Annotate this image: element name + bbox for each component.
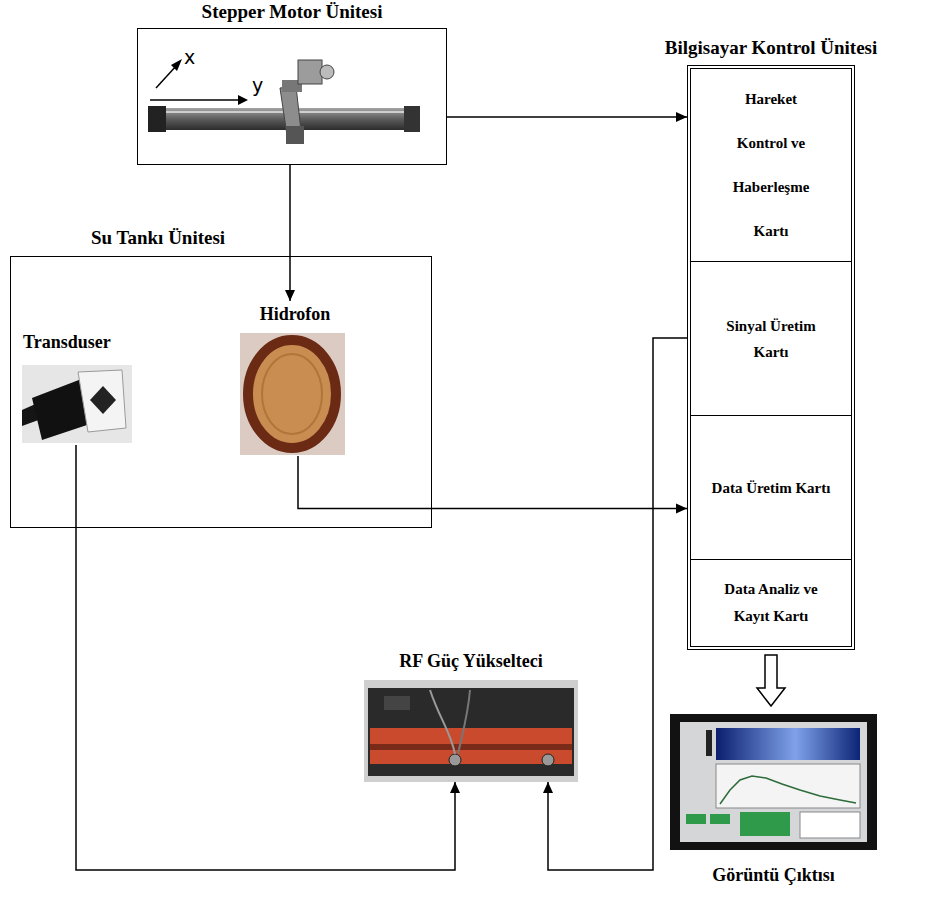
connector	[543, 338, 687, 870]
photo-caption: Transduser	[23, 329, 135, 355]
arrow-head	[450, 782, 460, 793]
screen-output-photo	[670, 714, 877, 850]
card-box: Hareket Kontrol ve Haberleşme Kartı	[691, 69, 851, 261]
connector-line	[76, 445, 455, 870]
photo-unit: Transduser	[23, 329, 135, 445]
connector-line	[447, 116, 687, 118]
connector	[447, 112, 687, 122]
connector	[757, 655, 785, 706]
unit-heading: Stepper Motor Ünitesi	[202, 0, 383, 24]
axis-arrows	[150, 59, 248, 105]
unit-heading: Bilgisayar Kontrol Ünitesi	[665, 36, 878, 60]
unit-box: Su Tankı ÜnitesiTransduserHidrofon	[10, 256, 432, 528]
axis-label: x	[184, 46, 195, 68]
card-box: Sinyal Üretim Kartı	[691, 261, 851, 415]
card-label: Data Analiz ve Kayıt Kartı	[711, 576, 831, 630]
axis-label: y	[252, 74, 263, 96]
hollow-arrow	[757, 655, 785, 706]
arrow-head	[676, 112, 687, 122]
photo-caption: Görüntü Çıktısı	[670, 862, 877, 888]
connector-line	[289, 165, 291, 301]
transducer-photo	[22, 365, 132, 443]
arrow-head	[543, 782, 553, 793]
connector	[285, 165, 295, 301]
card-label: Sinyal Üretim Kartı	[711, 313, 831, 365]
rf-amplifier-photo	[364, 680, 578, 782]
unit-heading: Su Tankı Ünitesi	[91, 226, 225, 250]
photo-unit: Görüntü Çıktısı	[670, 712, 877, 888]
hydrophone-photo	[240, 333, 345, 455]
arrow-head	[676, 504, 687, 514]
card-label: Data Üretim Kartı	[712, 473, 831, 503]
connector-line	[298, 456, 687, 509]
connector	[298, 456, 687, 514]
photo-caption: RF Güç Yükselteci	[364, 648, 578, 674]
card-label: Hareket Kontrol ve Haberleşme Kartı	[721, 77, 821, 253]
arrow-head	[285, 290, 295, 301]
photo-unit: RF Güç Yükselteci	[364, 648, 578, 782]
unit-box: Stepper Motor Ünitesi	[137, 28, 447, 165]
connector-line	[548, 338, 687, 870]
photo-caption: Hidrofon	[241, 301, 349, 327]
stepper-rail-photo	[148, 60, 420, 144]
card-box: Data Analiz ve Kayıt Kartı	[691, 559, 851, 646]
photo-unit: Hidrofon	[241, 301, 349, 456]
unit-box: Bilgisayar Kontrol ÜnitesiHareket Kontro…	[687, 65, 855, 650]
card-box: Data Üretim Kartı	[691, 415, 851, 559]
